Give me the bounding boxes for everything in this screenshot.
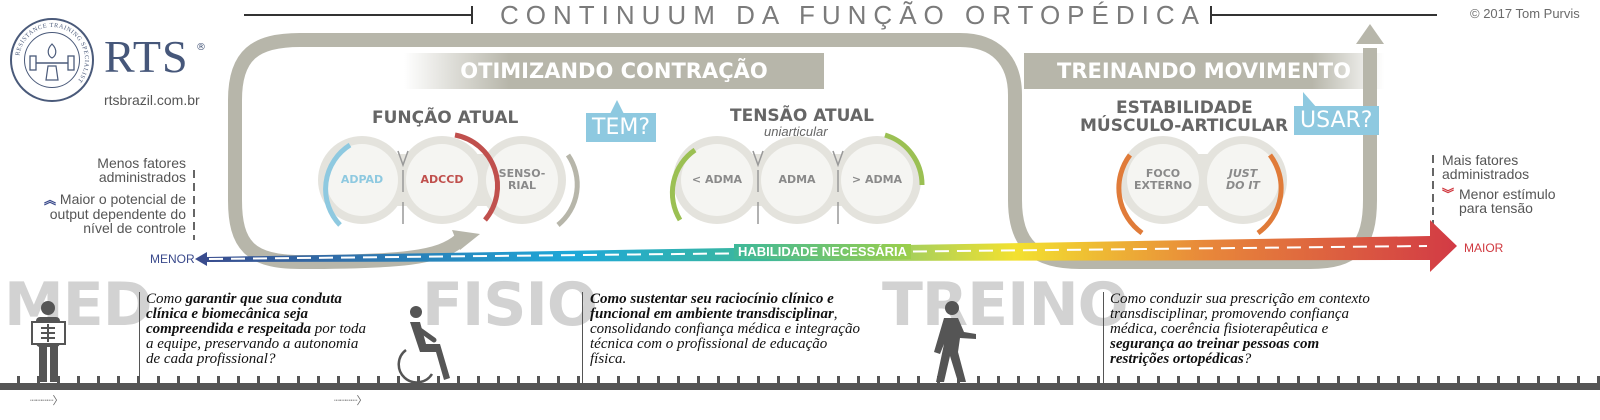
walking-person-icon: [934, 301, 976, 382]
scale-max-label: MAIOR: [1464, 241, 1504, 255]
group-subtitle-tensao: uniarticular: [764, 124, 828, 139]
timeline-ticks: [0, 376, 1600, 384]
header-tick-right: [1210, 6, 1212, 24]
header-rule-right: [1211, 14, 1437, 16]
node-menor-adma: < ADMA: [681, 144, 753, 216]
right-dashed-line: [1432, 155, 1434, 225]
left-note-line2: administrados: [98, 169, 186, 185]
right-note-line2: administrados: [1442, 166, 1530, 182]
role-divider-med: [139, 292, 140, 384]
xray-person-icon: [31, 301, 66, 382]
scale-center-label: HABILIDADE NECESSÁRIA: [734, 244, 912, 259]
node-foco-externo: FOCO EXTERNO: [1127, 144, 1199, 216]
header-tick-left: [471, 6, 473, 24]
right-note-detail1: Menor estímulo: [1459, 186, 1556, 202]
left-note-detail3: nível de controle: [83, 220, 186, 236]
dotted-arrow-2-icon: ┈┈┈┈〉: [334, 395, 367, 407]
wheelchair-icon: [397, 306, 450, 384]
funcao-arcs: [323, 132, 580, 227]
role-divider-treino: [1103, 292, 1104, 384]
role-question-fisio: Como sustentar seu raciocínio clínico e …: [590, 291, 860, 367]
role-label-med: MED: [4, 270, 152, 340]
role-label-fisio: FISIO: [422, 270, 598, 340]
timeline-track: [0, 383, 1600, 390]
logo-torch-icon: RESISTANCE TRAINING SPECIALIST: [14, 22, 89, 84]
loop-path: [228, 33, 1377, 269]
copyright: © 2017 Tom Purvis: [1470, 6, 1580, 21]
callout-usar-pointer: [1303, 92, 1317, 108]
double-chevron-down-icon: ︾: [1442, 187, 1455, 201]
left-note-detail1: Maior o potencial de: [59, 191, 186, 207]
node-just-do-it: JUST DO IT: [1207, 144, 1279, 216]
estabilidade-arcs: [1116, 153, 1284, 235]
header-rule-left: [244, 14, 472, 16]
role-question-treino: Como conduzir sua prescrição em contexto…: [1110, 291, 1370, 367]
loop-up-arrow-icon: [1356, 24, 1384, 44]
logo-seal-icon: [10, 18, 94, 102]
logo-url[interactable]: rtsbrazil.com.br: [104, 92, 200, 108]
skill-scale-arrow: [195, 220, 1457, 272]
section-banner-contracao: OTIMIZANDO CONTRAÇÃO: [404, 53, 824, 89]
group-title-estabilidade-1: ESTABILIDADE: [1116, 98, 1253, 118]
logo-registered: ®: [196, 42, 206, 53]
logo-seal-inner: [24, 32, 80, 88]
role-divider-fisio: [582, 292, 583, 384]
node-adma: ADMA: [761, 144, 833, 216]
loop-inner-arrow-icon: [452, 230, 480, 250]
double-chevron-up-icon: ︽: [44, 193, 57, 207]
left-dashed-line: [193, 170, 195, 240]
role-label-treino: TREINO: [882, 270, 1129, 340]
left-note-detail2: output dependente do: [49, 206, 186, 222]
callout-usar: USAR?: [1294, 106, 1379, 135]
tensao-arcs: [669, 132, 925, 225]
left-note-line1: Menos fatores: [97, 155, 186, 171]
dotted-arrow-1-icon: ┈┈┈┈〉: [30, 395, 63, 407]
scale-min-label: MENOR: [150, 252, 195, 266]
section-banner-movimento: TREINANDO MOVIMENTO: [1024, 53, 1384, 89]
node-maior-adma: > ADMA: [841, 144, 913, 216]
continuum-loop: [228, 24, 1384, 269]
right-note-line1: Mais fatores: [1442, 152, 1519, 168]
left-note: Menos fatores administrados ︽ Maior o po…: [40, 156, 186, 235]
page-title: CONTINUUM DA FUNÇÃO ORTOPÉDICA: [500, 0, 1206, 30]
group-title-funcao: FUNÇÃO ATUAL: [372, 108, 519, 128]
node-adccd: ADCCD: [406, 144, 478, 216]
logo-brand: RTS: [104, 31, 189, 82]
callout-tem-pointer: [610, 100, 624, 114]
group-title-estabilidade-2: MÚSCULO-ARTICULAR: [1080, 116, 1289, 136]
right-note-detail2: para tensão: [1459, 200, 1533, 216]
callout-tem: TEM?: [586, 113, 656, 142]
group-title-tensao: TENSÃO ATUAL: [730, 106, 874, 126]
right-note: Mais fatores administrados ︾ Menor estím…: [1442, 153, 1598, 215]
role-question-med: Como garantir que sua conduta clínica e …: [146, 291, 366, 367]
